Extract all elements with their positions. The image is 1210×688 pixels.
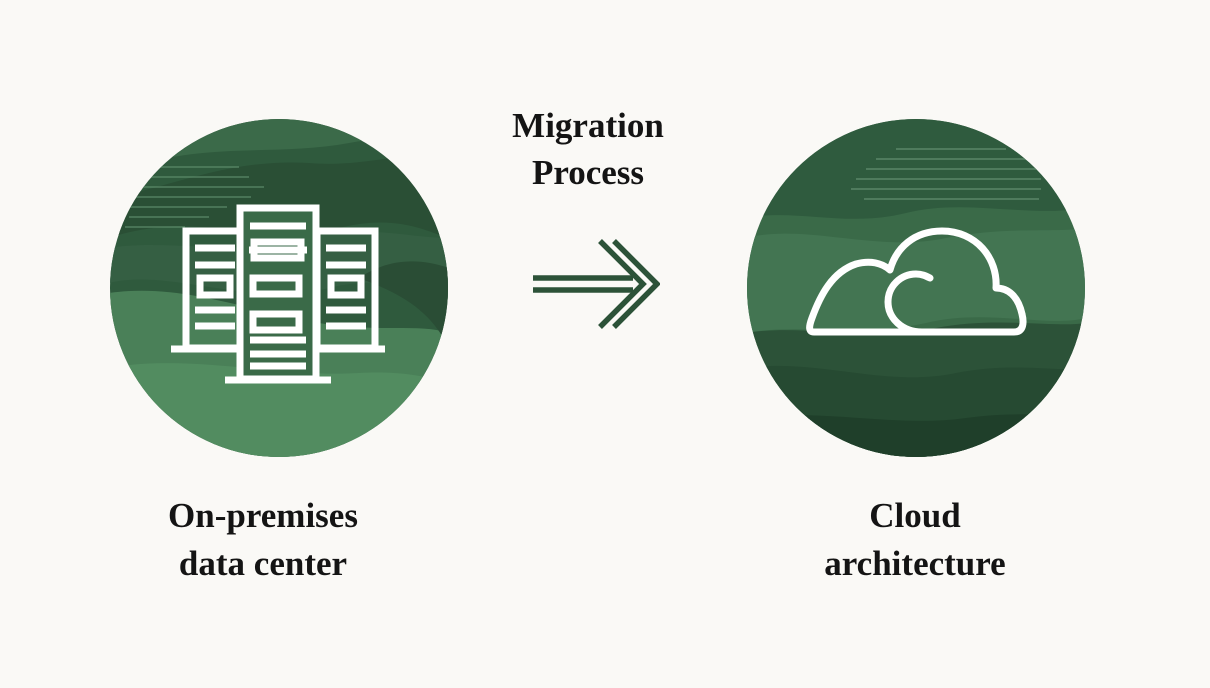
process-label-line1: Migration [512, 106, 664, 145]
cloud-architecture-label: Cloud architecture [765, 492, 1065, 588]
cloud-label-line1: Cloud [869, 496, 961, 535]
migration-arrow [530, 238, 661, 332]
on-premises-node [109, 118, 449, 458]
migration-process-label: Migration Process [448, 102, 728, 196]
cloud-circle [747, 119, 1085, 457]
on-premises-label-line1: On-premises [168, 496, 358, 535]
double-chevron-arrow-icon [533, 239, 661, 329]
cloud-label-line2: architecture [824, 544, 1006, 583]
on-premises-label: On-premises data center [113, 492, 413, 588]
process-label-line2: Process [531, 153, 645, 192]
cloud-icon [806, 227, 1027, 336]
server-circle [110, 119, 448, 457]
cloud-node [746, 118, 1086, 458]
server-rack-icon [171, 204, 385, 384]
on-premises-label-line2: data center [178, 544, 348, 583]
